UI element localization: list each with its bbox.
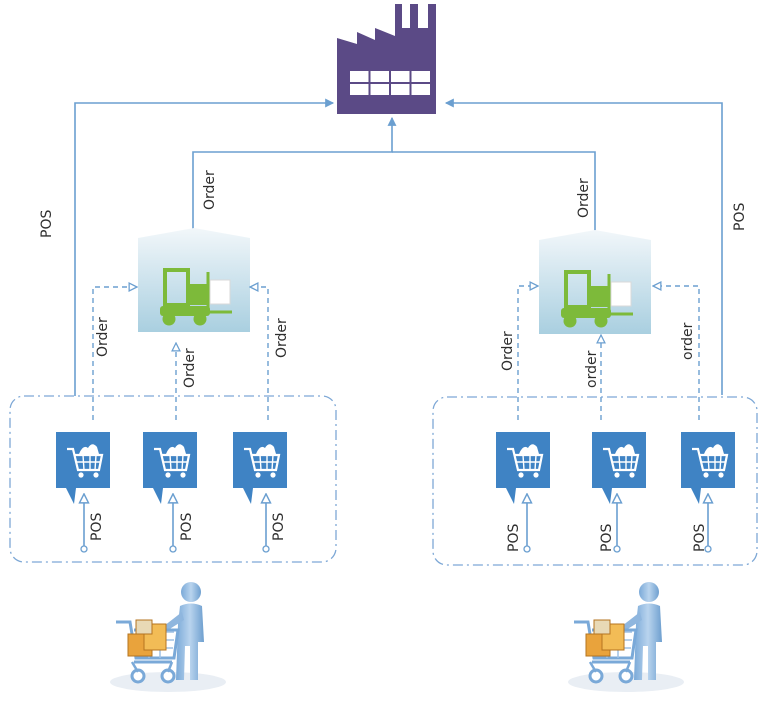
left-store-group bbox=[9, 395, 337, 563]
pos-input-lines bbox=[81, 495, 711, 553]
left-order-lines bbox=[92, 287, 269, 420]
shopping-cart-store-icon bbox=[54, 430, 112, 506]
warehouse-right bbox=[537, 228, 653, 336]
order-label-warehouse-left: Order bbox=[202, 170, 218, 210]
pos-to-factory-left-line bbox=[74, 98, 335, 396]
shopper-left bbox=[108, 580, 228, 694]
pos-to-factory-right-line bbox=[444, 98, 723, 395]
store-left-3 bbox=[231, 430, 289, 506]
pos-label-store-2: POS bbox=[179, 513, 195, 541]
shopping-cart-store-icon bbox=[494, 430, 552, 506]
pos-label-store-1: POS bbox=[89, 513, 105, 541]
factory-icon bbox=[337, 4, 436, 114]
order-to-factory-line bbox=[192, 116, 596, 236]
order-label-left-3: Order bbox=[274, 318, 290, 358]
order-label-right-2: order bbox=[584, 350, 600, 388]
store-right-3 bbox=[679, 430, 737, 506]
forklift-warehouse-icon bbox=[537, 228, 653, 336]
order-label-left-1: Order bbox=[95, 317, 111, 357]
store-right-2 bbox=[590, 430, 648, 506]
shopper-with-cart-icon bbox=[108, 580, 228, 694]
right-order-lines bbox=[517, 286, 700, 420]
pos-label-store-4: POS bbox=[506, 524, 522, 552]
store-left-2 bbox=[141, 430, 199, 506]
right-store-group bbox=[432, 396, 758, 566]
shopper-right bbox=[566, 580, 686, 694]
shopping-cart-store-icon bbox=[679, 430, 737, 506]
pos-label-store-3: POS bbox=[271, 513, 287, 541]
warehouse-left bbox=[136, 226, 252, 334]
pos-label-store-5: POS bbox=[599, 524, 615, 552]
pos-label-store-6: POS bbox=[692, 524, 708, 552]
order-label-right-1: Order bbox=[500, 331, 516, 371]
order-label-left-2: Order bbox=[182, 348, 198, 388]
store-left-1 bbox=[54, 430, 112, 506]
store-right-1 bbox=[494, 430, 552, 506]
shopping-cart-store-icon bbox=[141, 430, 199, 506]
order-label-warehouse-right: Order bbox=[576, 178, 592, 218]
shopping-cart-store-icon bbox=[231, 430, 289, 506]
shopping-cart-store-icon bbox=[590, 430, 648, 506]
pos-label-right-top: POS bbox=[732, 203, 748, 231]
order-label-right-3: order bbox=[680, 322, 696, 360]
forklift-warehouse-icon bbox=[136, 226, 252, 334]
pos-label-left-top: POS bbox=[39, 210, 55, 238]
shopper-with-cart-icon bbox=[566, 580, 686, 694]
